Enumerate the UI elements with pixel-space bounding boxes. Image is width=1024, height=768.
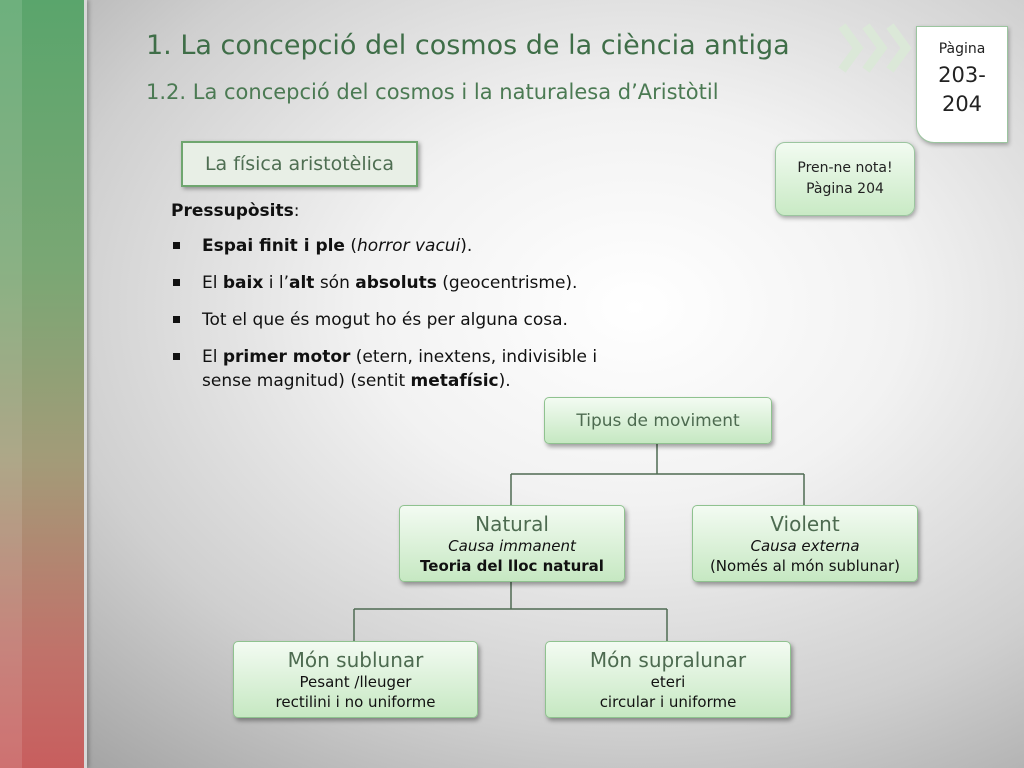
- slide-subtitle: 1.2. La concepció del cosmos i la natura…: [146, 80, 719, 104]
- node-supralunar: Món supralunar eteri circular i uniforme: [545, 641, 791, 718]
- chevrons-icon: [838, 23, 912, 73]
- page-reference-tab: Pàgina 203- 204: [916, 26, 1008, 143]
- presuppositions-list: Espai finit i ple (horror vacui). El bai…: [171, 234, 641, 393]
- page-number: 203- 204: [917, 61, 1007, 119]
- list-item: El baix i l’alt són absoluts (geocentris…: [171, 271, 641, 295]
- note-line1: Pren-ne nota!: [797, 160, 893, 176]
- slide-title: 1. La concepció del cosmos de la ciència…: [146, 30, 790, 61]
- list-item: El primer motor (etern, inextens, indivi…: [171, 345, 641, 393]
- list-item: Espai finit i ple (horror vacui).: [171, 234, 641, 258]
- page-label: Pàgina: [938, 41, 986, 57]
- take-note-box: Pren-ne nota! Pàgina 204: [775, 142, 915, 216]
- side-decor-band: [0, 0, 87, 768]
- section-title-box: La física aristotèlica: [181, 141, 418, 187]
- page-number-line2: 204: [941, 92, 983, 116]
- presuppositions-heading: Pressupòsits:: [171, 201, 300, 221]
- presuppositions-block: Pressupòsits: Espai finit i ple (horror …: [171, 199, 641, 406]
- node-natural: Natural Causa immanent Teoria del lloc n…: [399, 505, 625, 582]
- node-violent: Violent Causa externa (Només al món subl…: [692, 505, 918, 582]
- page-number-line1: 203-: [938, 63, 986, 87]
- list-item: Tot el que és mogut ho és per alguna cos…: [171, 308, 641, 332]
- node-sublunar: Món sublunar Pesant /lleuger rectilini i…: [233, 641, 478, 718]
- node-movement-types: Tipus de moviment: [544, 397, 772, 444]
- note-line2: Pàgina 204: [806, 181, 884, 197]
